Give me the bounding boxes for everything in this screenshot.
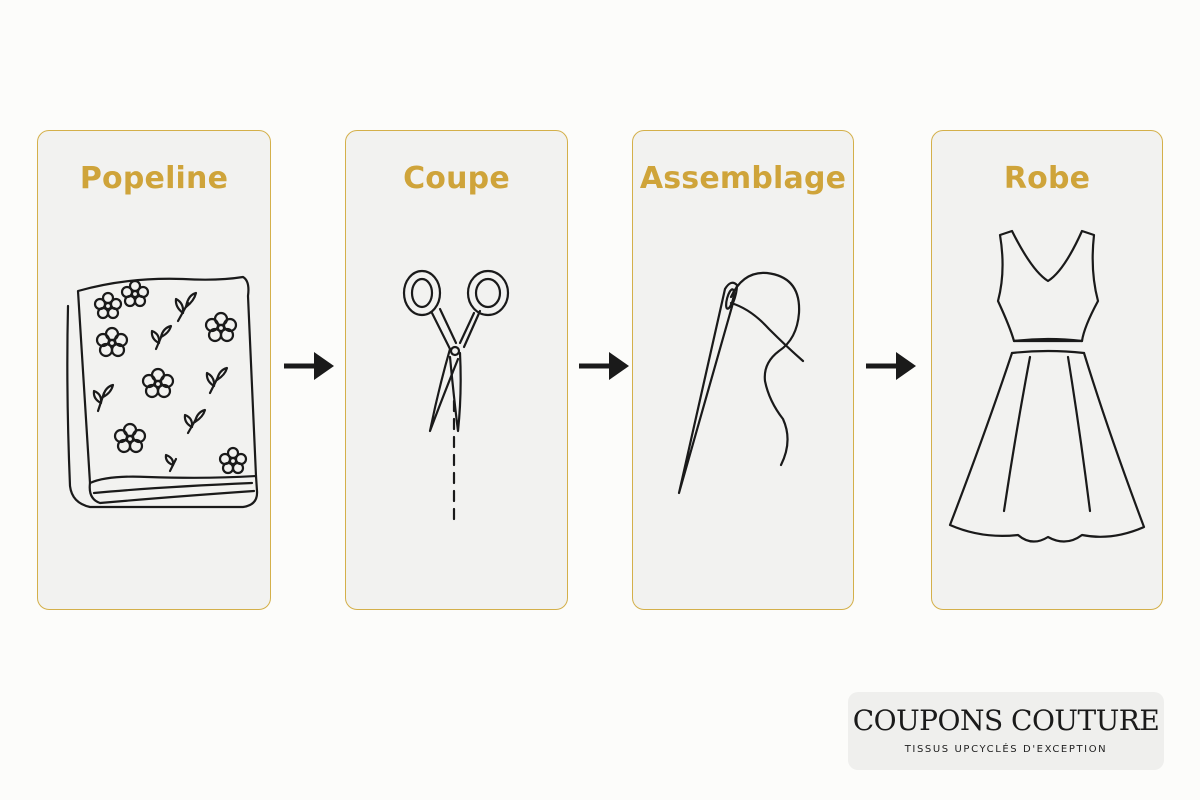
brand-tagline: TISSUS UPCYCLÉS D'EXCEPTION xyxy=(904,744,1108,755)
step-title: Assemblage xyxy=(639,161,847,196)
brand-badge: COUPONS COUTURE TISSUS UPCYCLÉS D'EXCEPT… xyxy=(848,692,1164,770)
step-card-robe: Robe xyxy=(931,130,1163,610)
dress-icon xyxy=(948,229,1146,543)
arrow-right-icon xyxy=(284,352,334,380)
step-card-assemblage: Assemblage xyxy=(632,130,854,610)
brand-name: COUPONS COUTURE xyxy=(852,704,1160,737)
arrow-right-icon xyxy=(579,352,629,380)
step-title: Coupe xyxy=(403,161,510,196)
scissors-icon xyxy=(402,269,510,523)
needle-thread-icon xyxy=(677,271,805,495)
step-title: Robe xyxy=(1003,161,1091,196)
step-title: Popeline xyxy=(79,161,229,196)
step-card-coupe: Coupe xyxy=(345,130,568,610)
folded-fabric-icon xyxy=(66,275,259,509)
step-card-popeline: Popeline xyxy=(37,130,271,610)
arrow-right-icon xyxy=(866,352,916,380)
